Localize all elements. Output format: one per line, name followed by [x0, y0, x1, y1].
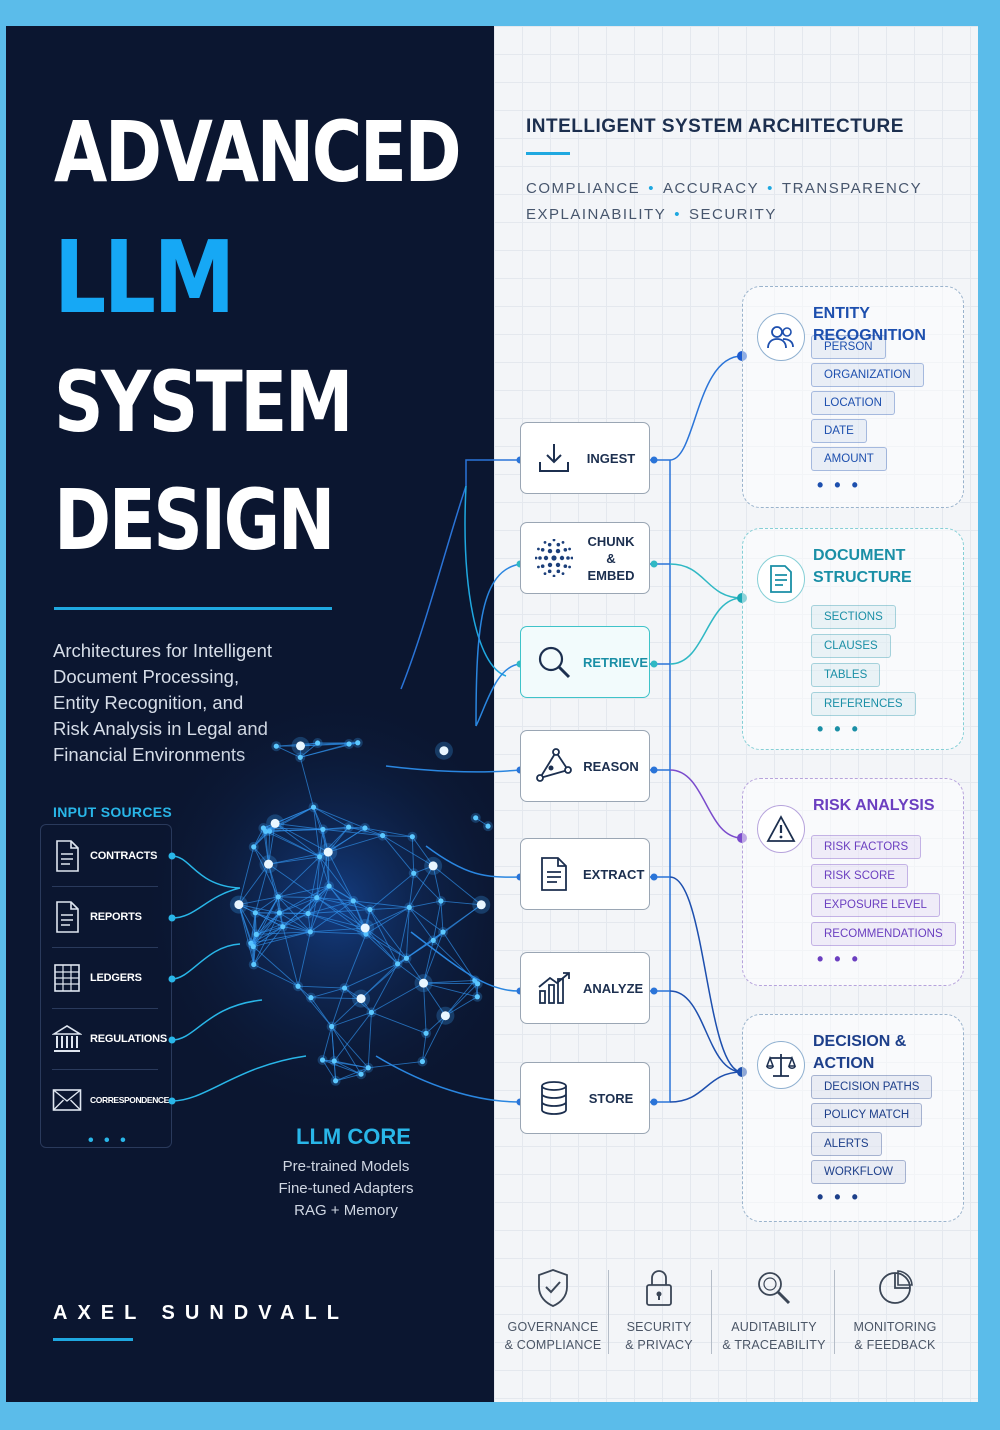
- llm-core-line-1: Pre-trained Models: [282, 1158, 410, 1175]
- chip-risk-score: RISK SCORE: [811, 864, 908, 888]
- architecture-title: INTELLIGENT SYSTEM ARCHITECTURE: [526, 116, 904, 137]
- stage-retrieve: RETRIEVE: [520, 626, 650, 698]
- neural-network-graphic: [136, 686, 494, 1126]
- chip-sections: SECTIONS: [811, 605, 896, 629]
- dot-cluster-icon: [535, 539, 573, 577]
- magnifier-icon: [535, 643, 573, 681]
- pillar-monitoring: MONITORING & FEEDBACK: [840, 1266, 950, 1354]
- book-cover: ADVANCED LLM SYSTEM DESIGN Architectures…: [6, 26, 978, 1402]
- node-graph-icon: [535, 747, 573, 785]
- chip-decision-paths: DECISION PATHS: [811, 1075, 933, 1099]
- chip-workflow: WORKFLOW: [811, 1160, 906, 1184]
- pillar-security: SECURITY & PRIVACY: [604, 1266, 714, 1354]
- title-underline: [54, 607, 332, 610]
- chip-clauses: CLAUSES: [811, 634, 891, 658]
- stage-analyze: ANALYZE: [520, 952, 650, 1024]
- chip-risk-factors: RISK FACTORS: [811, 835, 922, 859]
- balance-scale-icon: [757, 1041, 805, 1089]
- panel-more: • • •: [817, 719, 861, 739]
- architecture-underline: [526, 152, 570, 155]
- title-line-1: ADVANCED: [54, 103, 462, 201]
- chip-date: DATE: [811, 419, 867, 443]
- shield-check-icon: [498, 1266, 608, 1310]
- panel-more: • • •: [817, 949, 861, 969]
- chip-person: PERSON: [811, 335, 886, 359]
- chip-location: LOCATION: [811, 391, 895, 415]
- chip-recommendations: RECOMMENDATIONS: [811, 922, 956, 946]
- building-columns-icon: [52, 1023, 82, 1055]
- ledger-grid-icon: [52, 962, 82, 994]
- stage-store: STORE: [520, 1062, 650, 1134]
- document-icon: [52, 901, 82, 933]
- stage-extract: EXTRACT: [520, 838, 650, 910]
- chip-tables: TABLES: [811, 663, 881, 687]
- database-icon: [535, 1079, 573, 1117]
- stage-chunk-embed: CHUNK & EMBED: [520, 522, 650, 594]
- chip-alerts: ALERTS: [811, 1132, 882, 1156]
- cover-left-panel: ADVANCED LLM SYSTEM DESIGN Architectures…: [6, 26, 494, 1402]
- llm-core-line-3: RAG + Memory: [294, 1202, 398, 1219]
- people-icon: [757, 313, 805, 361]
- search-magnifier-icon: [719, 1266, 829, 1310]
- panel-more: • • •: [817, 475, 861, 495]
- input-sources-label: INPUT SOURCES: [53, 804, 173, 820]
- panel-document-structure: DOCUMENT STRUCTURE SECTIONS CLAUSES TABL…: [742, 528, 964, 750]
- chip-exposure-level: EXPOSURE LEVEL: [811, 893, 940, 917]
- author-underline: [53, 1338, 133, 1341]
- llm-core-line-2: Fine-tuned Adapters: [278, 1180, 414, 1197]
- source-reports: REPORTS: [52, 889, 158, 945]
- llm-core-title: LLM CORE: [296, 1124, 411, 1149]
- chip-amount: AMOUNT: [811, 447, 887, 471]
- source-ledgers: LEDGERS: [52, 950, 158, 1006]
- panel-decision-action: DECISION & ACTION DECISION PATHS POLICY …: [742, 1014, 964, 1222]
- download-tray-icon: [535, 439, 573, 477]
- envelope-icon: [52, 1084, 82, 1116]
- source-correspondence: CORRESPONDENCE: [52, 1072, 169, 1128]
- panel-title: RISK ANALYSIS: [813, 797, 935, 814]
- panel-risk-analysis: RISK ANALYSIS RISK FACTORS RISK SCORE EX…: [742, 778, 964, 986]
- panel-title: DOCUMENT STRUCTURE: [813, 547, 912, 586]
- chip-policy-match: POLICY MATCH: [811, 1103, 923, 1127]
- panel-more: • • •: [817, 1187, 861, 1207]
- warning-triangle-icon: [757, 805, 805, 853]
- document-icon: [52, 840, 82, 872]
- author-name: AXEL SUNDVALL: [53, 1302, 349, 1324]
- architecture-values: COMPLIANCE•ACCURACY•TRANSPARENCY EXPLAIN…: [526, 180, 923, 223]
- title-line-4: DESIGN: [54, 471, 335, 569]
- source-regulations: REGULATIONS: [52, 1011, 167, 1067]
- panel-title: ENTITY RECOGNITION: [813, 305, 926, 344]
- pillar-auditability: AUDITABILITY & TRACEABILITY: [719, 1266, 829, 1354]
- padlock-icon: [604, 1266, 714, 1310]
- title-line-3: SYSTEM: [54, 353, 353, 451]
- sources-more: • • •: [88, 1132, 129, 1149]
- chip-references: REFERENCES: [811, 692, 916, 716]
- stage-ingest: INGEST: [520, 422, 650, 494]
- chip-organization: ORGANIZATION: [811, 363, 924, 387]
- panel-entity-recognition: ENTITY RECOGNITION PERSON ORGANIZATION L…: [742, 286, 964, 508]
- panel-title: DECISION & ACTION: [813, 1033, 907, 1072]
- stage-reason: REASON: [520, 730, 650, 802]
- title-line-2: LLM: [54, 219, 235, 336]
- pie-gauge-icon: [840, 1266, 950, 1310]
- document-icon: [535, 855, 573, 893]
- structure-document-icon: [757, 555, 805, 603]
- pillar-governance: GOVERNANCE & COMPLIANCE: [498, 1266, 608, 1354]
- source-contracts: CONTRACTS: [52, 828, 158, 884]
- bar-chart-icon: [535, 969, 573, 1007]
